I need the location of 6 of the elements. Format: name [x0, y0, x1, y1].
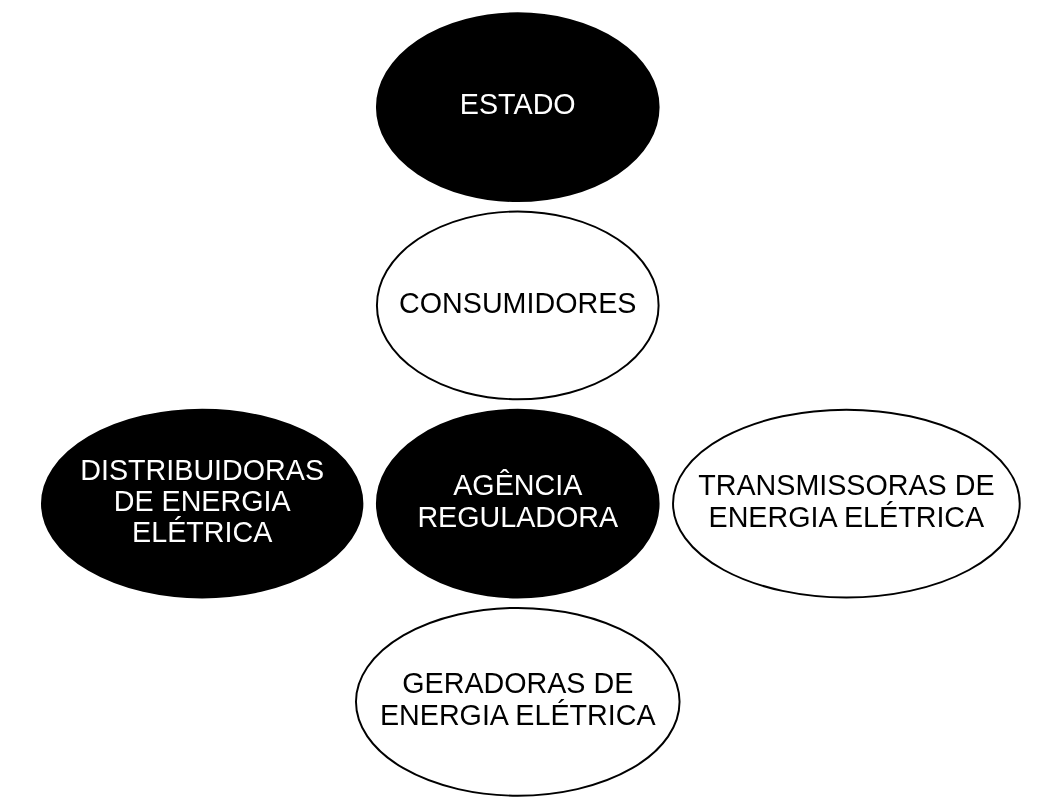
- node-ellipse: CONSUMIDORES: [375, 210, 660, 401]
- node-ellipse: TRANSMISSORAS DE ENERGIA ELÉTRICA: [672, 408, 1021, 599]
- node-ellipse: GERADORAS DE ENERGIA ELÉTRICA: [355, 606, 681, 797]
- node-ellipse: ESTADO: [375, 12, 660, 203]
- node-ellipse: AGÊNCIA REGULADORA: [375, 408, 660, 599]
- node-ellipse: DISTRIBUIDORAS DE ENERGIA ELÉTRICA: [41, 408, 364, 599]
